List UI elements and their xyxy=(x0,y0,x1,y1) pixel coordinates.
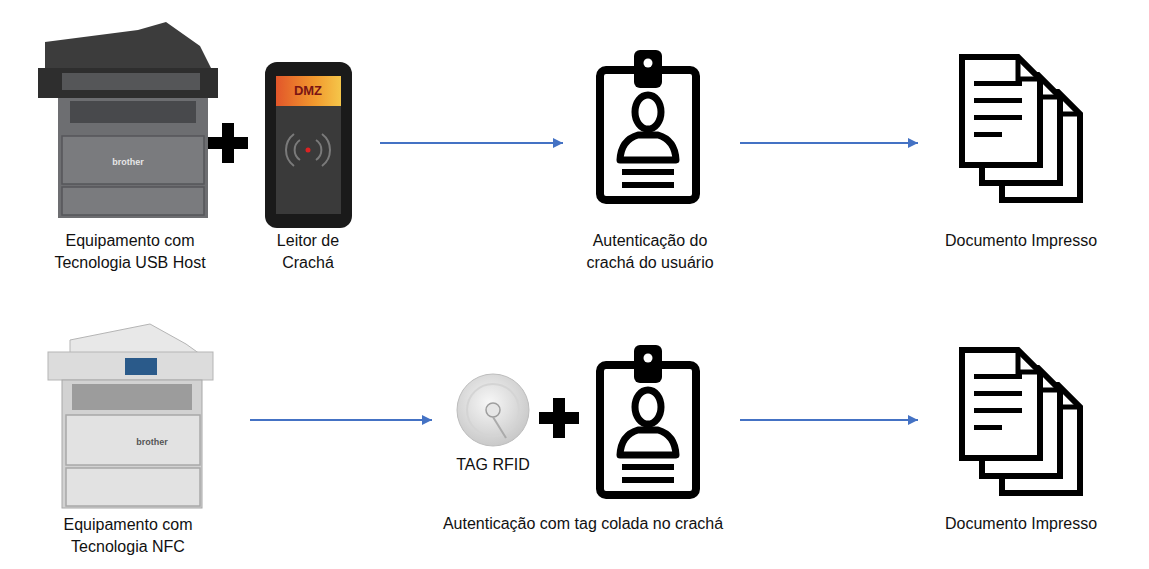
documents-icon xyxy=(962,350,1080,493)
icon-node: Autenticação do crachá do usuário xyxy=(563,45,740,280)
tag-disc xyxy=(457,374,529,446)
plus-bar xyxy=(553,398,565,438)
printer-output xyxy=(70,101,196,123)
printer-tray xyxy=(66,415,200,465)
node-caption: Equipamento com Tecnologia NFC xyxy=(43,514,213,558)
printer-feeder xyxy=(45,22,212,70)
printer-body xyxy=(58,98,208,218)
printer-scanner xyxy=(38,68,218,98)
node-caption: TAG RFID xyxy=(448,454,538,476)
icon-node: Equipamento com Tecnologia USB Host xyxy=(30,20,230,280)
printer-scanner xyxy=(48,352,213,380)
icon-node: Documento Impresso xyxy=(918,345,1125,535)
flow-arrow xyxy=(380,142,563,144)
plus-bar xyxy=(222,123,234,163)
rfid-tag xyxy=(457,374,529,446)
flow-arrow xyxy=(740,419,918,421)
brand-label: DMZ xyxy=(278,83,338,98)
tag-coil xyxy=(467,384,519,436)
reader-waves xyxy=(286,134,330,166)
printer-body xyxy=(62,380,202,508)
icon-node: Documento Impresso xyxy=(918,50,1125,265)
printer-tray xyxy=(62,136,204,184)
printer-touchscreen xyxy=(125,358,157,375)
reader-case xyxy=(265,62,352,228)
plus-sign xyxy=(539,398,579,438)
flow-arrow xyxy=(250,419,432,421)
flow-arrow xyxy=(740,142,918,144)
printer-panel xyxy=(62,73,200,90)
reader-brand-band xyxy=(276,76,341,106)
tag-antenna xyxy=(493,417,506,438)
printer-nfc xyxy=(48,324,213,508)
brand-label: brother xyxy=(122,437,182,448)
reader-led xyxy=(306,148,311,153)
reader-panel xyxy=(276,106,341,214)
printer-feeder xyxy=(70,324,200,354)
icon-node: Autenticação com tag colada no crachá xyxy=(580,340,740,510)
node-caption: Documento Impresso xyxy=(921,513,1121,535)
icon-node: TAG RFID xyxy=(432,370,538,480)
node-caption: Leitor de Crachá xyxy=(268,230,348,274)
badge-reader xyxy=(265,62,352,228)
node-caption: Autenticação com tag colada no crachá xyxy=(403,513,763,535)
documents-icon xyxy=(962,57,1080,200)
brand-label: brother xyxy=(98,157,158,168)
printer-usb-host xyxy=(38,22,218,218)
node-caption: Documento Impresso xyxy=(921,230,1121,252)
printer-tray xyxy=(62,187,204,215)
printer-output xyxy=(72,384,192,410)
printer-tray xyxy=(66,468,200,506)
badge-icon xyxy=(600,50,696,200)
plus-sign xyxy=(208,123,248,163)
tag-chip xyxy=(486,403,500,417)
badge-icon xyxy=(600,345,696,495)
node-caption: Equipamento com Tecnologia USB Host xyxy=(45,230,215,274)
node-caption: Autenticação do crachá do usuário xyxy=(575,230,725,274)
